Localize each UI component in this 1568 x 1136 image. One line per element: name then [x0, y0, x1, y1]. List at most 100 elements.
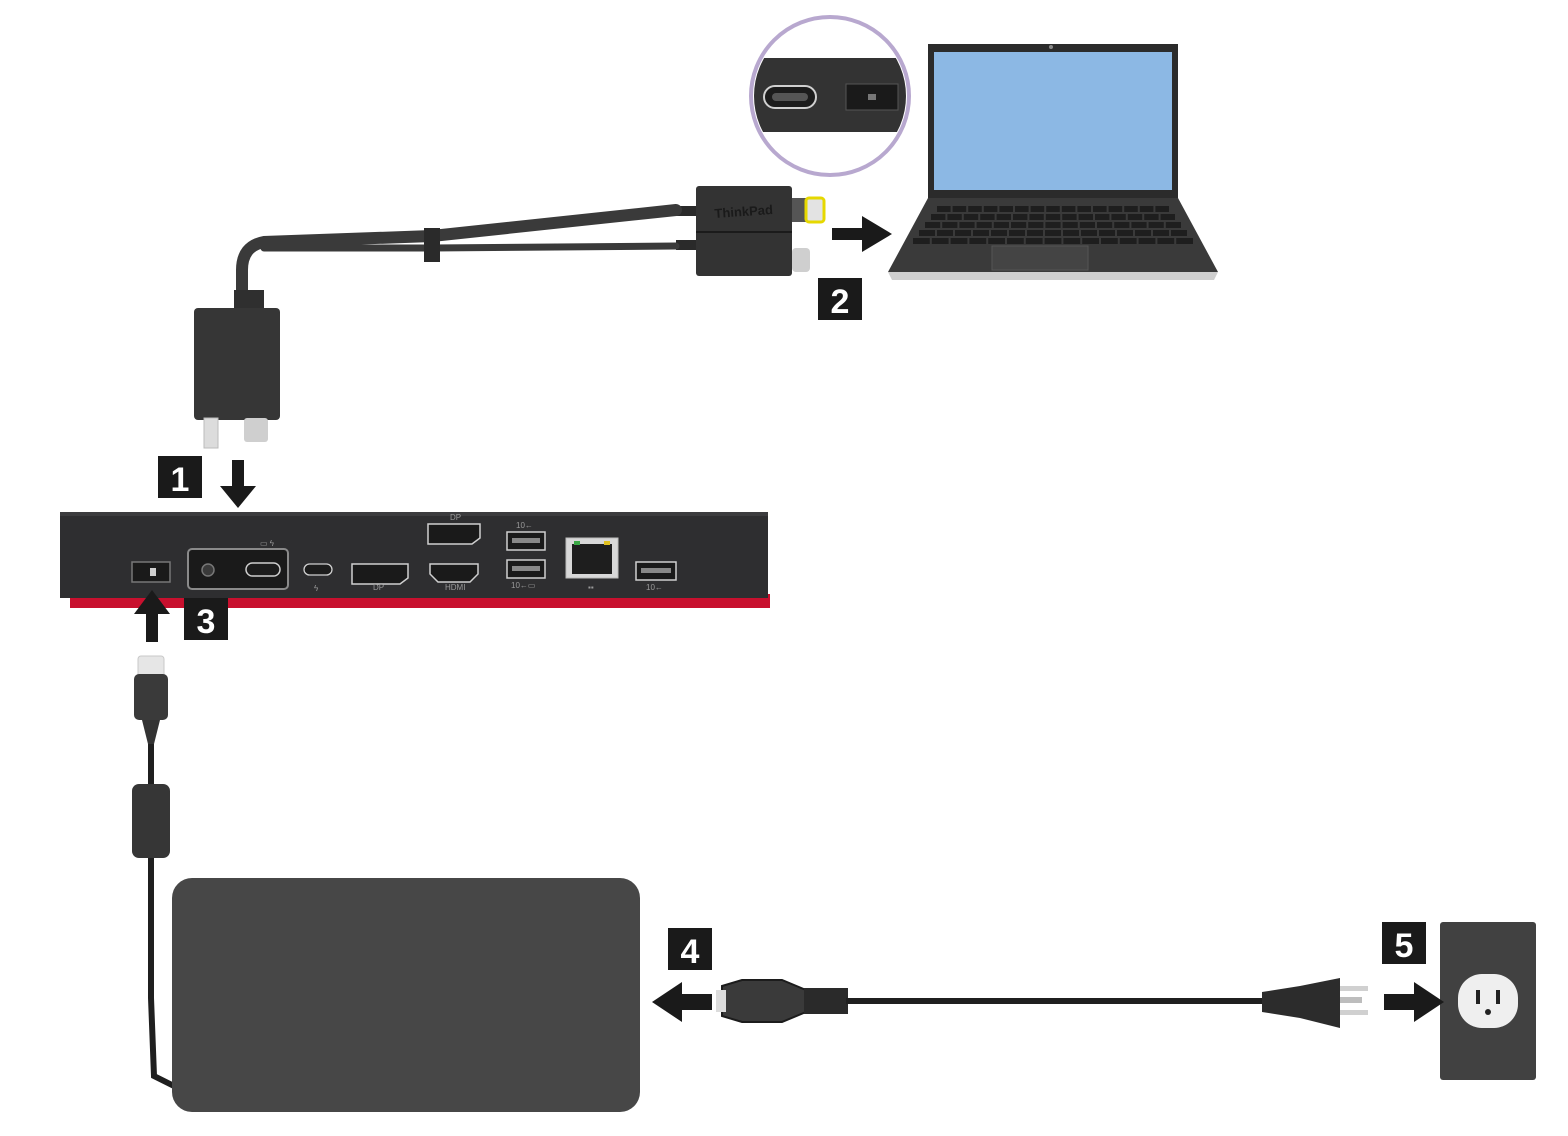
- displayport-icon-1: DP: [373, 583, 384, 592]
- keyboard-key: [1078, 214, 1093, 220]
- arrow-right-outlet-icon: [1384, 982, 1444, 1022]
- usb-label-top: 10←: [516, 521, 533, 530]
- keyboard-key: [983, 206, 998, 212]
- keyboard-key: [1079, 222, 1095, 228]
- keyboard-key: [1030, 206, 1045, 212]
- keyboard-key: [1124, 206, 1138, 212]
- keyboard-key: [947, 214, 962, 220]
- keyboard-key: [1117, 230, 1133, 236]
- keyboard-key: [963, 214, 979, 220]
- keyboard-key: [1028, 222, 1044, 228]
- svg-text:5: 5: [1395, 927, 1414, 965]
- keyboard-key: [1139, 206, 1154, 212]
- keyboard-key: [1114, 222, 1130, 228]
- keyboard-key: [968, 206, 982, 212]
- keyboard-key: [919, 230, 935, 236]
- keyboard-key: [1045, 230, 1061, 236]
- keyboard-key: [976, 222, 992, 228]
- keyboard-key: [1095, 214, 1110, 220]
- keyboard-key: [1063, 230, 1079, 236]
- power-adapter: [172, 878, 640, 1112]
- svg-text:2: 2: [831, 283, 850, 321]
- arrow-left-icon: [652, 982, 712, 1022]
- keyboard-key: [1029, 214, 1044, 220]
- keyboard-key: [1131, 222, 1147, 228]
- keyboard-key: [925, 222, 941, 228]
- arrow-down-icon: [220, 460, 256, 508]
- keyboard-key: [973, 230, 989, 236]
- keyboard-key: [1119, 238, 1137, 244]
- keyboard-key: [999, 206, 1013, 212]
- thunderbolt-laptop-icon: ▭ ϟ: [260, 539, 275, 548]
- keyboard-key: [969, 238, 987, 244]
- dock-displayport-2: [427, 523, 481, 545]
- keyboard-key: [1093, 206, 1107, 212]
- plug-prong-bottom: [1340, 1010, 1368, 1015]
- dock-hdmi-port: [429, 563, 479, 583]
- thinkpad-brand-label: ThinkPad: [714, 202, 773, 221]
- docking-station: ▭ ϟ ϟ DP DP HDMI 10← 10←▭ ▪▪ 10←: [60, 512, 770, 608]
- network-icon: ▪▪: [588, 583, 594, 592]
- step-badge-5: 5: [1382, 922, 1426, 965]
- keyboard-key: [1025, 238, 1043, 244]
- keyboard-key: [1082, 238, 1099, 244]
- keyboard-key: [1013, 214, 1028, 220]
- keyboard-key: [993, 222, 1009, 228]
- laptop-connector: ThinkPad: [676, 186, 826, 276]
- keyboard-key: [1176, 238, 1193, 244]
- plug-prong-top: [1340, 986, 1368, 991]
- keyboard-key: [913, 238, 930, 244]
- keyboard-key: [937, 230, 953, 236]
- keyboard-key: [1077, 206, 1091, 212]
- keyboard-key: [1127, 214, 1143, 220]
- keyboard-key: [1045, 222, 1061, 228]
- keyboard-key: [1046, 206, 1060, 212]
- keyboard-key: [1015, 206, 1029, 212]
- keyboard-key: [991, 230, 1007, 236]
- svg-text:4: 4: [681, 933, 700, 971]
- keyboard-key: [937, 206, 951, 212]
- keyboard-key: [1009, 230, 1025, 236]
- laptop-port-callout: [749, 15, 911, 177]
- dock-cable: [236, 204, 682, 302]
- keyboard-key: [1007, 238, 1024, 244]
- keyboard-key: [1108, 206, 1123, 212]
- lightning-icon: ϟ: [314, 584, 319, 593]
- keyboard-key: [1165, 222, 1181, 228]
- displayport-icon-2: DP: [450, 513, 461, 522]
- keyboard-key: [959, 222, 975, 228]
- step-badge-2: 2: [818, 278, 862, 321]
- step-badge-4: 4: [668, 928, 712, 971]
- laptop: [888, 44, 1218, 280]
- laptop-keyboard: [913, 206, 1193, 244]
- keyboard-key: [1138, 238, 1156, 244]
- keyboard-key: [988, 238, 1005, 244]
- keyboard-key: [980, 214, 995, 220]
- keyboard-key: [1153, 230, 1169, 236]
- keyboard-key: [1099, 230, 1115, 236]
- keyboard-key: [1062, 214, 1077, 220]
- arrow-right-icon: [832, 216, 892, 252]
- keyboard-key: [942, 222, 958, 228]
- keyboard-key: [931, 214, 946, 220]
- keyboard-key: [1101, 238, 1118, 244]
- power-cable: [132, 655, 188, 1095]
- step-badge-3: 3: [184, 598, 228, 641]
- keyboard-key: [1160, 214, 1175, 220]
- keyboard-key: [955, 230, 971, 236]
- dock-combo-port-highlight: [187, 548, 289, 590]
- yellow-power-tip: [804, 196, 826, 224]
- arrow-up-icon: [134, 590, 170, 642]
- keyboard-key: [931, 238, 949, 244]
- keyboard-key: [950, 238, 968, 244]
- keyboard-key: [1061, 206, 1076, 212]
- usb-label-right: 10←: [646, 583, 663, 592]
- direction-arrows: [134, 216, 1444, 1022]
- keyboard-key: [1155, 206, 1169, 212]
- usb-label-mid: 10←▭: [511, 581, 535, 590]
- dock-connector: [194, 290, 280, 449]
- keyboard-key: [1011, 222, 1027, 228]
- keyboard-key: [1063, 238, 1081, 244]
- keyboard-key: [1157, 238, 1175, 244]
